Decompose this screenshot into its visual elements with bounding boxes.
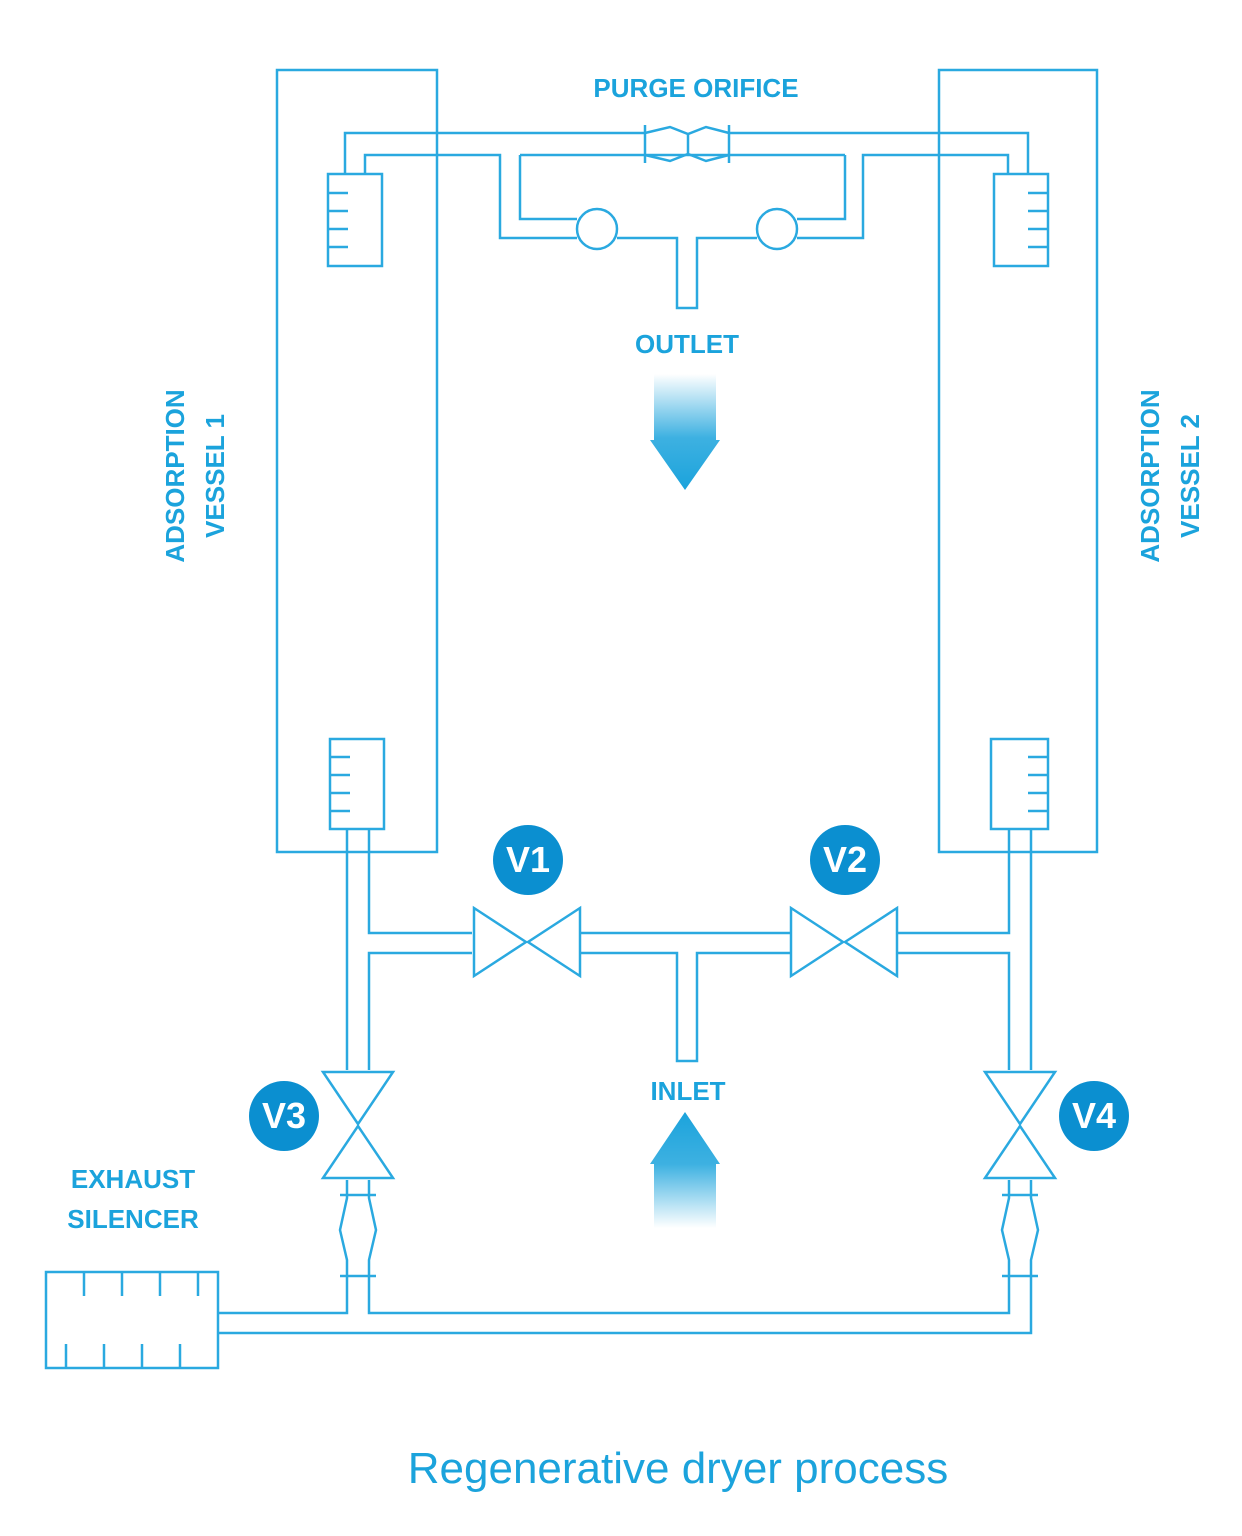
vessel-2-label-line2: VESSEL 2 — [1175, 414, 1205, 538]
valve-v1-badge: V1 — [493, 825, 563, 895]
valve-v1-symbol — [472, 905, 582, 979]
exhaust-label-line2: SILENCER — [67, 1204, 199, 1234]
outlet-flow-arrow — [650, 374, 720, 490]
valve-v4-badge: V4 — [1059, 1081, 1129, 1151]
purge-line — [343, 125, 1030, 310]
inlet-label: INLET — [650, 1076, 725, 1106]
vessel-2-top-filter — [992, 172, 1050, 268]
adsorption-vessel-2 — [937, 68, 1099, 854]
valve-v2-badge: V2 — [810, 825, 880, 895]
valve-v3-badge: V3 — [249, 1081, 319, 1151]
adsorption-vessel-1 — [275, 68, 439, 854]
valve-v3-symbol — [320, 1070, 396, 1180]
valve-v2-symbol — [789, 905, 899, 979]
vessel-1-label-line1: ADSORPTION — [160, 389, 190, 562]
vessel-2-label-line1: ADSORPTION — [1135, 389, 1165, 562]
vessel-1-bottom-filter — [328, 737, 386, 831]
valve-v2-label: V2 — [823, 839, 867, 880]
check-valve-left — [575, 207, 619, 251]
lower-piping — [219, 829, 1040, 1335]
exhaust-label-line1: EXHAUST — [71, 1164, 195, 1194]
valve-v4-symbol — [982, 1070, 1058, 1180]
vessel-1-top-filter — [326, 172, 384, 268]
exhaust-silencer — [44, 1270, 220, 1370]
check-valve-right — [755, 207, 799, 251]
valve-v4-label: V4 — [1072, 1095, 1116, 1136]
inlet-flow-arrow — [650, 1112, 720, 1228]
caption: Regenerative dryer process — [408, 1444, 948, 1493]
valve-v3-label: V3 — [262, 1095, 306, 1136]
valve-v1-label: V1 — [506, 839, 550, 880]
purge-orifice-label: PURGE ORIFICE — [593, 73, 798, 103]
vessel-2-bottom-filter — [989, 737, 1050, 831]
vessel-1-label-line2: VESSEL 1 — [200, 414, 230, 538]
outlet-label: OUTLET — [635, 329, 739, 359]
